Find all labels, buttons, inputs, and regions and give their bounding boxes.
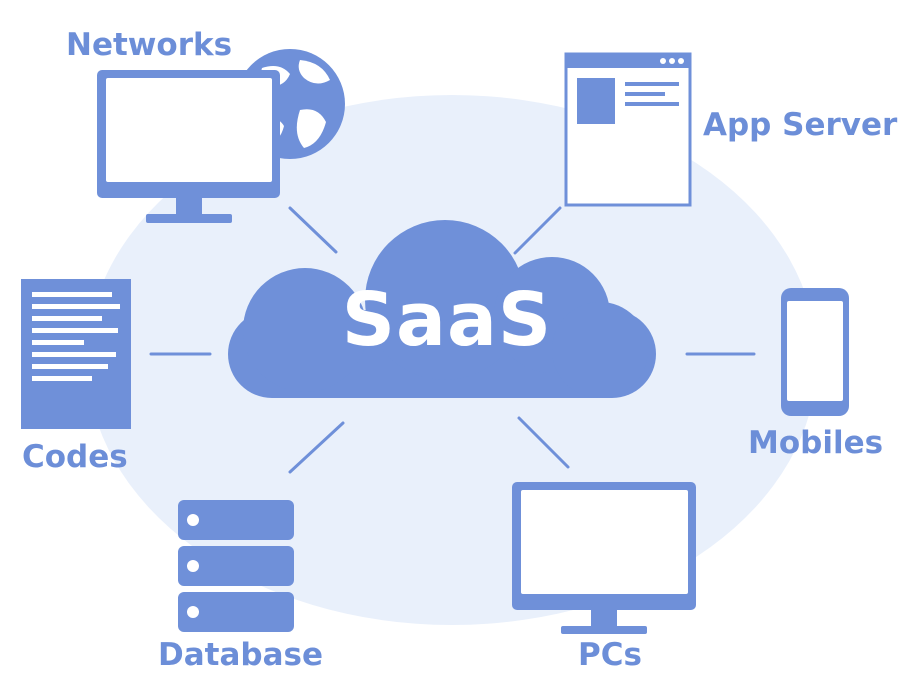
connector-networks bbox=[288, 206, 338, 254]
database-label: Database bbox=[158, 637, 323, 673]
networks-label: Networks bbox=[66, 27, 233, 63]
saas-cloud-icon bbox=[228, 220, 656, 398]
codes-document-icon bbox=[21, 279, 131, 429]
mobiles-label: Mobiles bbox=[748, 425, 884, 461]
networks-monitor-icon bbox=[97, 70, 280, 223]
app-server-label: App Server bbox=[703, 107, 898, 143]
connectors bbox=[149, 206, 756, 474]
connector-app-server bbox=[513, 206, 562, 255]
connector-pcs bbox=[517, 416, 570, 469]
codes-label: Codes bbox=[22, 439, 128, 475]
database-server-icon bbox=[178, 500, 294, 632]
saas-title: SaaS bbox=[341, 277, 553, 363]
pcs-monitor-icon bbox=[512, 482, 696, 634]
mobile-phone-icon bbox=[781, 288, 849, 416]
app-server-window-icon bbox=[564, 52, 692, 207]
pcs-label: PCs bbox=[578, 637, 642, 673]
connector-database bbox=[288, 421, 345, 474]
